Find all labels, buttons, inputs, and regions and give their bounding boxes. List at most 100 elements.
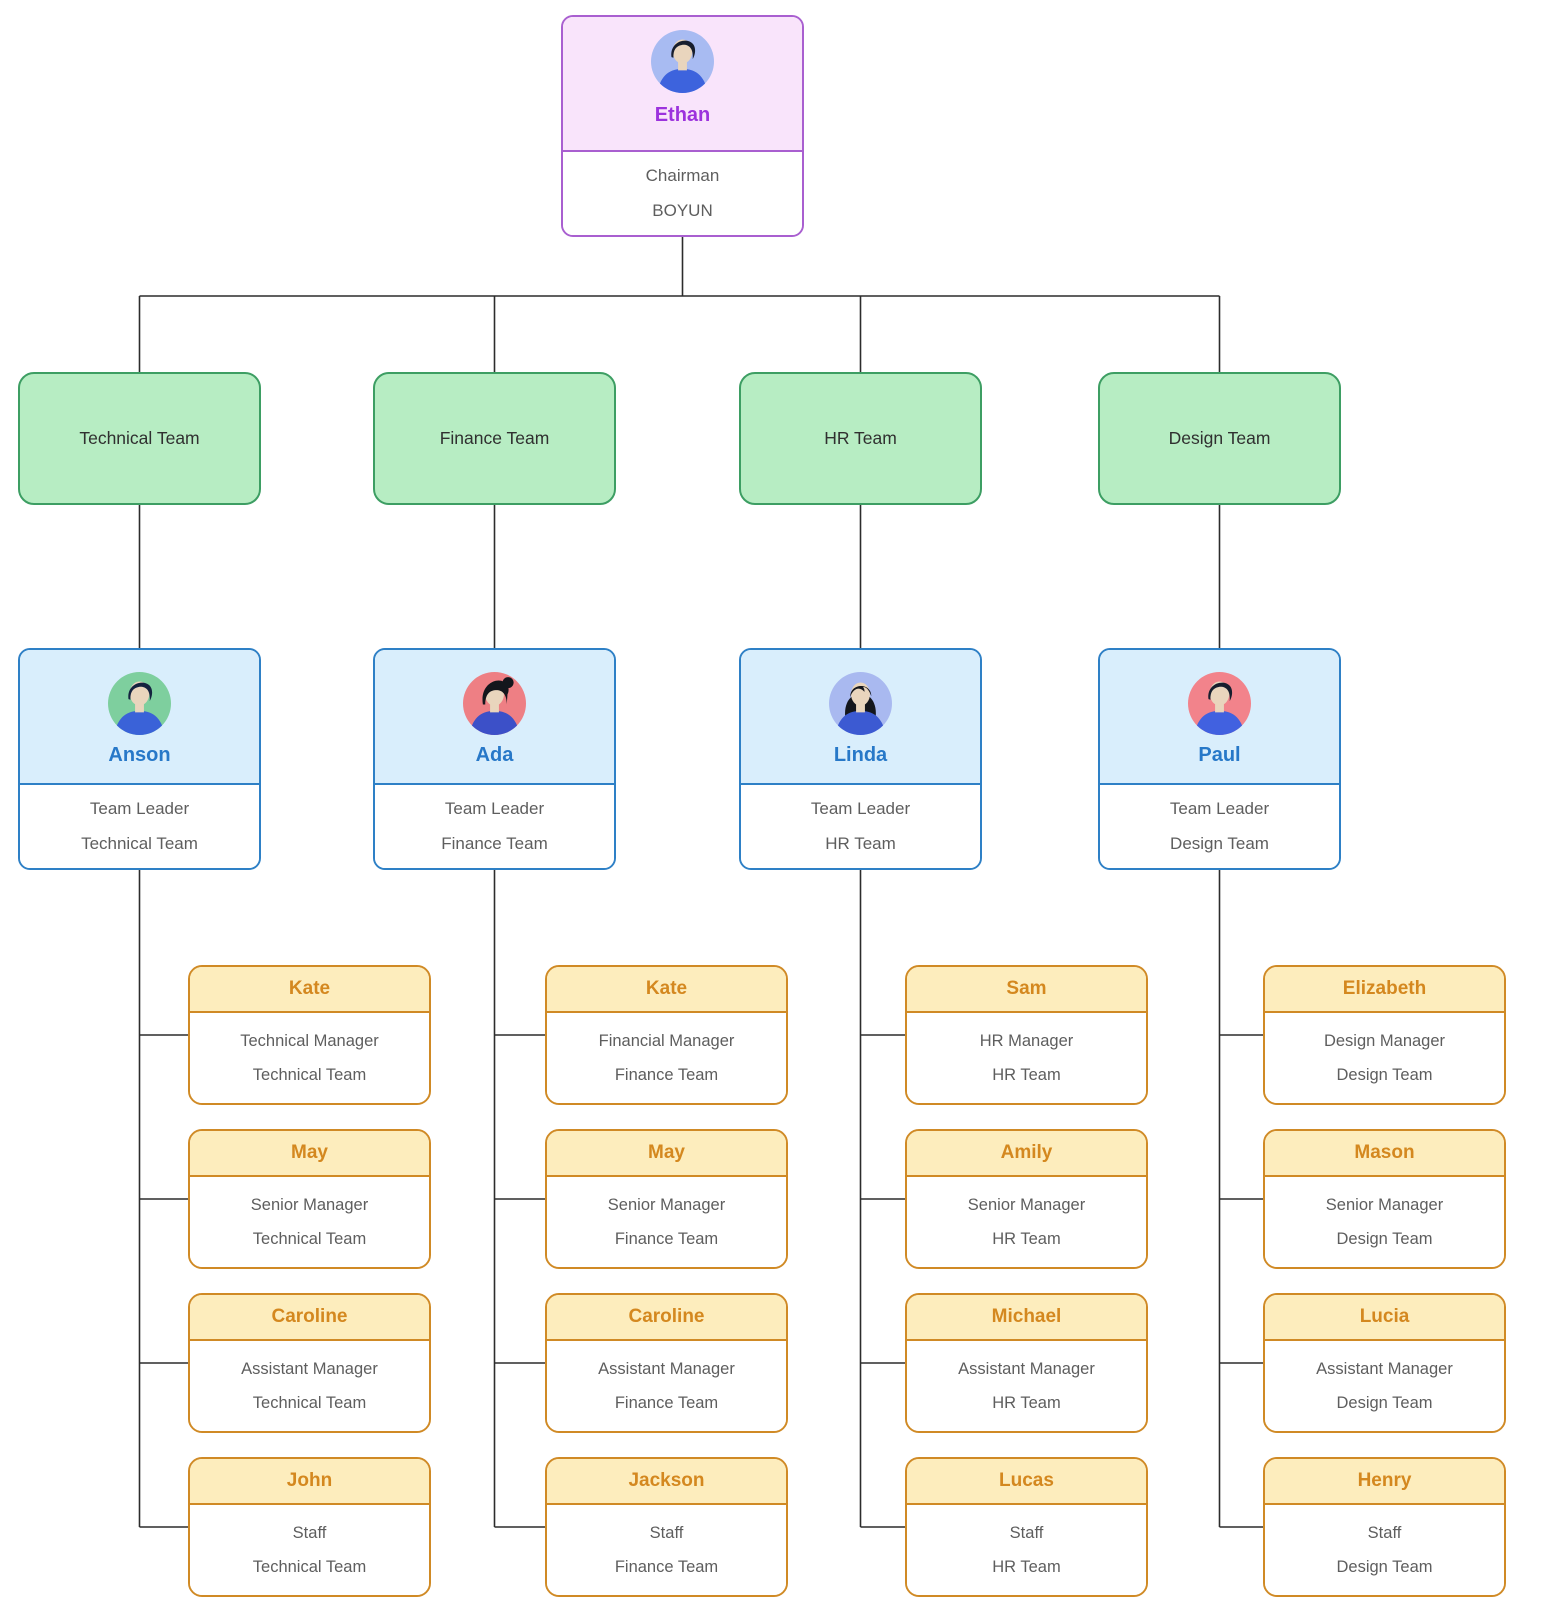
member-team: Design Team [1336, 1229, 1433, 1248]
leader-node-header: Anson [20, 650, 259, 785]
leader-node-header: Linda [741, 650, 980, 785]
member-node-card[interactable]: John Staff Technical Team [188, 1457, 431, 1597]
member-name: Kate [190, 967, 429, 1013]
member-node-card[interactable]: May Senior Manager Finance Team [545, 1129, 788, 1269]
avatar-male-icon [108, 672, 171, 735]
node-name: Ada [475, 744, 514, 766]
member-name: May [547, 1131, 786, 1177]
member-role: Assistant Manager [958, 1359, 1095, 1378]
leader-node-header: Ada [375, 650, 614, 785]
team-node-label: HR Team [824, 428, 897, 448]
member-team: HR Team [992, 1229, 1061, 1248]
member-node-card[interactable]: Sam HR Manager HR Team [905, 965, 1148, 1105]
member-node-card[interactable]: Jackson Staff Finance Team [545, 1457, 788, 1597]
member-team: Finance Team [614, 1557, 719, 1576]
member-name: Sam [907, 967, 1146, 1013]
avatar-male-icon [651, 30, 714, 93]
member-node-card[interactable]: Michael Assistant Manager HR Team [905, 1293, 1148, 1433]
avatar-female-bun-icon [463, 672, 526, 735]
member-name: Amily [907, 1131, 1146, 1177]
member-team: Finance Team [614, 1065, 719, 1084]
node-role: Team Leader [89, 799, 190, 818]
member-name: May [190, 1131, 429, 1177]
member-team: Technical Team [252, 1065, 367, 1084]
member-name: Caroline [190, 1295, 429, 1341]
root-node-card[interactable]: Ethan Chairman BOYUN [561, 15, 804, 237]
leader-node-card[interactable]: Anson Team Leader Technical Team [18, 648, 261, 870]
team-node-label: Design Team [1168, 428, 1271, 448]
member-node-card[interactable]: Kate Financial Manager Finance Team [545, 965, 788, 1105]
member-node-card[interactable]: Mason Senior Manager Design Team [1263, 1129, 1506, 1269]
member-name: John [190, 1459, 429, 1505]
member-node-card[interactable]: May Senior Manager Technical Team [188, 1129, 431, 1269]
member-role: HR Manager [979, 1031, 1074, 1050]
team-node-hr[interactable]: HR Team [739, 372, 982, 505]
node-name: Ethan [654, 104, 711, 126]
member-node-card[interactable]: Caroline Assistant Manager Technical Tea… [188, 1293, 431, 1433]
leader-node-card[interactable]: Ada Team Leader Finance Team [373, 648, 616, 870]
member-team: HR Team [992, 1557, 1061, 1576]
member-team: Technical Team [252, 1557, 367, 1576]
member-role: Senior Manager [250, 1195, 369, 1214]
member-role: Senior Manager [607, 1195, 726, 1214]
member-team: Design Team [1336, 1557, 1433, 1576]
node-role: Team Leader [810, 799, 911, 818]
team-node-finance[interactable]: Finance Team [373, 372, 616, 505]
member-role: Staff [1009, 1523, 1044, 1542]
team-node-label: Finance Team [439, 428, 550, 448]
member-role: Technical Manager [240, 1031, 379, 1050]
member-team: Technical Team [252, 1229, 367, 1248]
member-team: Finance Team [614, 1229, 719, 1248]
node-org: BOYUN [652, 201, 713, 220]
member-name: Mason [1265, 1131, 1504, 1177]
member-node-card[interactable]: Caroline Assistant Manager Finance Team [545, 1293, 788, 1433]
member-team: Design Team [1336, 1393, 1433, 1412]
team-node-technical[interactable]: Technical Team [18, 372, 261, 505]
member-name: Elizabeth [1265, 967, 1504, 1013]
avatar-male-icon [1188, 672, 1251, 735]
member-role: Senior Manager [967, 1195, 1086, 1214]
root-node-header: Ethan [563, 17, 802, 152]
node-team: Technical Team [81, 834, 198, 853]
member-team: Design Team [1336, 1065, 1433, 1084]
member-team: Finance Team [614, 1393, 719, 1412]
node-team: Design Team [1170, 834, 1269, 853]
member-role: Financial Manager [598, 1031, 735, 1050]
node-name: Linda [833, 744, 888, 766]
member-name: Lucia [1265, 1295, 1504, 1341]
member-node-card[interactable]: Kate Technical Manager Technical Team [188, 965, 431, 1105]
team-node-label: Technical Team [79, 428, 200, 448]
member-name: Michael [907, 1295, 1146, 1341]
member-node-card[interactable]: Lucia Assistant Manager Design Team [1263, 1293, 1506, 1433]
member-role: Staff [1367, 1523, 1402, 1542]
leader-node-card[interactable]: Paul Team Leader Design Team [1098, 648, 1341, 870]
node-role: Team Leader [444, 799, 545, 818]
avatar-female-long-hair-icon [829, 672, 892, 735]
member-name: Jackson [547, 1459, 786, 1505]
member-team: HR Team [992, 1065, 1061, 1084]
member-role: Assistant Manager [241, 1359, 378, 1378]
member-node-card[interactable]: Lucas Staff HR Team [905, 1457, 1148, 1597]
member-name: Kate [547, 967, 786, 1013]
member-role: Staff [649, 1523, 684, 1542]
member-role: Senior Manager [1325, 1195, 1444, 1214]
member-node-card[interactable]: Amily Senior Manager HR Team [905, 1129, 1148, 1269]
member-team: Technical Team [252, 1393, 367, 1412]
member-team: HR Team [992, 1393, 1061, 1412]
member-name: Henry [1265, 1459, 1504, 1505]
node-name: Paul [1198, 744, 1241, 766]
member-role: Staff [292, 1523, 327, 1542]
node-team: Finance Team [441, 834, 548, 853]
leader-node-card[interactable]: Linda Team Leader HR Team [739, 648, 982, 870]
team-node-design[interactable]: Design Team [1098, 372, 1341, 505]
leader-node-header: Paul [1100, 650, 1339, 785]
member-node-card[interactable]: Henry Staff Design Team [1263, 1457, 1506, 1597]
member-node-card[interactable]: Elizabeth Design Manager Design Team [1263, 965, 1506, 1105]
node-role: Team Leader [1169, 799, 1270, 818]
node-name: Anson [108, 744, 171, 766]
member-name: Caroline [547, 1295, 786, 1341]
node-team: HR Team [825, 834, 896, 853]
member-role: Assistant Manager [1316, 1359, 1453, 1378]
